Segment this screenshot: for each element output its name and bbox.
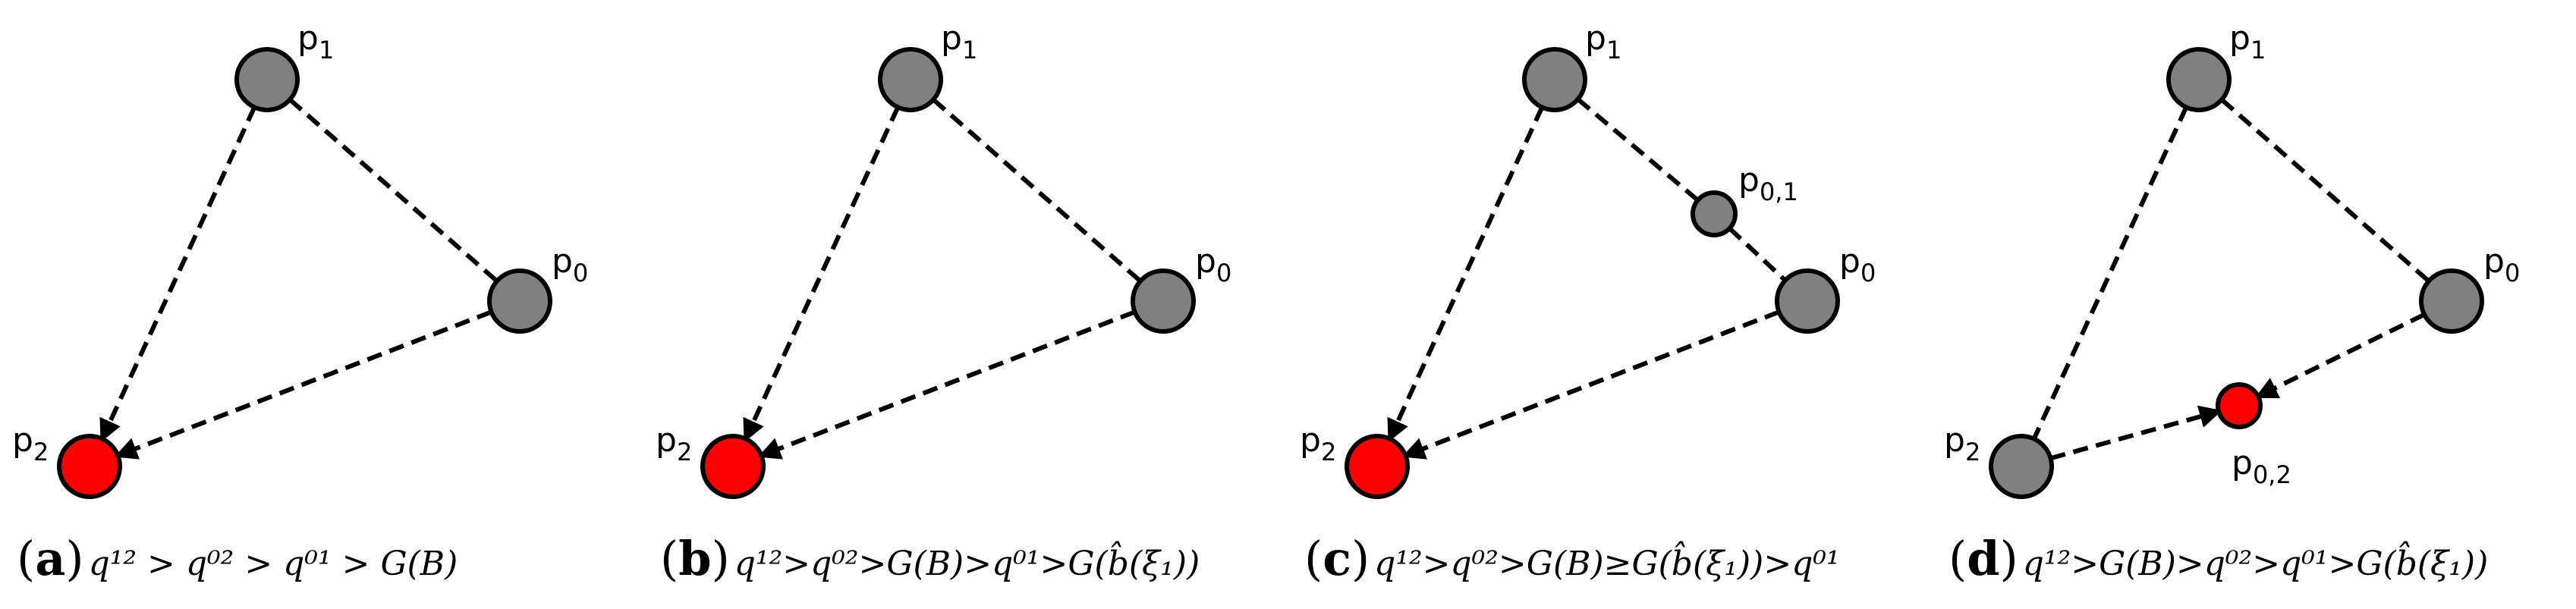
edge-p1-p01 — [1576, 97, 1701, 203]
edge-p01-p0 — [1728, 226, 1788, 284]
node-p2 — [700, 434, 766, 499]
panel-a: p1 p0 p2 (a)q¹² > q⁰² > q⁰¹ > G(B) — [12, 19, 588, 586]
node-label-p2: p2 — [656, 421, 692, 466]
caption-d: (d)q¹²>G(B)>q⁰²>q⁰¹>G(b̂(ξ₁)) — [1949, 531, 2488, 586]
edge-p1-p2 — [99, 106, 257, 443]
node-p0 — [1131, 268, 1196, 334]
node-label-p2: p2 — [12, 421, 49, 466]
edge-p0-p2 — [1401, 309, 1780, 460]
node-label-p1: p1 — [2229, 19, 2266, 64]
node-p02 — [2216, 382, 2263, 429]
edge-p2-p02 — [2049, 405, 2222, 461]
node-label-p0: p0 — [552, 242, 588, 287]
node-label-p1: p1 — [941, 19, 977, 64]
edge-p1-p2 — [1387, 106, 1545, 443]
edge-p0-p2 — [114, 309, 492, 460]
node-label-p01: p0,1 — [1738, 161, 1798, 206]
node-p01 — [1691, 190, 1738, 237]
node-p1 — [234, 47, 300, 112]
edge-p1-p0 — [288, 98, 500, 284]
edge-p1-p0 — [932, 98, 1143, 284]
node-label-p1: p1 — [297, 19, 334, 64]
node-label-p2: p2 — [1300, 421, 1336, 466]
node-label-p0: p0 — [1195, 242, 1231, 287]
node-label-p1: p1 — [1585, 19, 1621, 64]
node-label-p2: p2 — [1944, 421, 1980, 466]
node-p1 — [878, 47, 943, 112]
caption-a: (a)q¹² > q⁰² > q⁰¹ > G(B) — [17, 531, 458, 586]
node-p0 — [1775, 268, 1840, 334]
node-p0 — [487, 268, 552, 334]
edge-p1-p2 — [743, 106, 901, 443]
node-label-p02: p0,2 — [2232, 444, 2291, 489]
edge-p0-p02 — [2254, 312, 2426, 400]
node-label-p0: p0 — [1839, 242, 1876, 287]
edge-p1-p2 — [2031, 106, 2189, 441]
panels-layer: p1 p0 p2 (a)q¹² > q⁰² > q⁰¹ > G(B) p1 p0 p2 (b)… — [12, 19, 2520, 586]
edge-p0-p2 — [757, 309, 1136, 460]
caption-b: (b)q¹²>q⁰²>G(B)>q⁰¹>G(b̂(ξ₁)) — [660, 531, 1200, 586]
node-p2 — [1989, 434, 2054, 499]
node-label-p0: p0 — [2483, 242, 2520, 287]
panel-d: p1 p0 p2 p0,2 (d)q¹²>G(B)>q⁰²>q⁰¹>G(b̂(ξ₁)) — [1944, 19, 2520, 586]
node-p0 — [2419, 268, 2484, 334]
panel-c: p1 p0,1 p0 p2 (c)q¹²>q⁰²>G(B)≥G(b̂(ξ₁))>q⁰¹ — [1300, 19, 1876, 586]
node-p1 — [1522, 47, 1587, 112]
panel-b: p1 p0 p2 (b)q¹²>q⁰²>G(B)>q⁰¹>G(b̂(ξ₁)) — [656, 19, 1231, 586]
node-p2 — [1345, 434, 1410, 499]
node-p1 — [2166, 47, 2232, 112]
caption-c: (c)q¹²>q⁰²>G(B)≥G(b̂(ξ₁))>q⁰¹ — [1304, 531, 1840, 586]
node-p2 — [57, 434, 122, 499]
edge-p1-p0 — [2220, 98, 2432, 284]
